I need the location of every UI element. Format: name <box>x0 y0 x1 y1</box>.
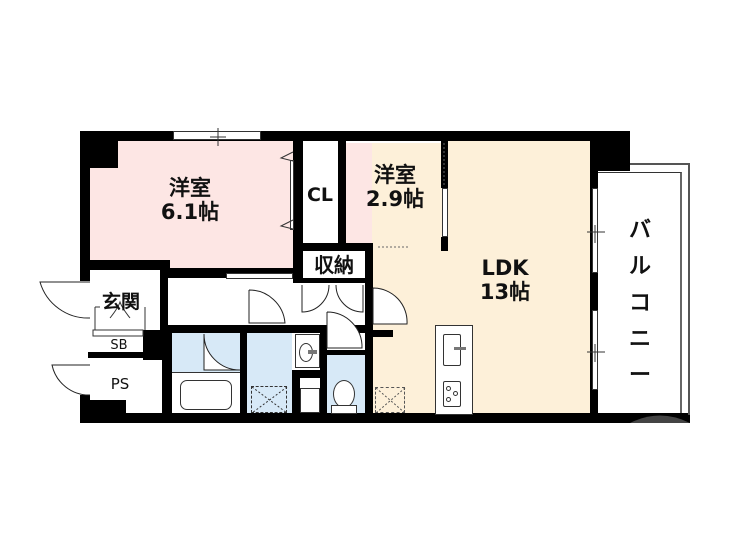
wall-wet-top <box>162 325 367 333</box>
wall-wash-stub <box>292 370 327 378</box>
wall-room1-bottom <box>80 260 170 270</box>
room-label-closet[interactable]: CL <box>301 184 339 207</box>
room-name: LDK <box>481 256 529 280</box>
room-label-storage[interactable]: 収納 <box>303 254 365 277</box>
room-label-western-1[interactable]: 洋室 6.1帖 <box>150 176 230 224</box>
wall-bottom <box>80 413 690 423</box>
ldk-floor-upper <box>448 140 590 260</box>
bathtub-basin <box>180 380 232 410</box>
wall-top <box>80 131 630 141</box>
wall-bath-right <box>240 333 247 415</box>
wall-toilet-top <box>320 350 367 355</box>
toilet-icon <box>333 380 355 408</box>
room-size: 13帖 <box>479 280 531 305</box>
wall-toilet-left <box>320 333 327 415</box>
western-room-1-floor-lower <box>88 168 128 268</box>
wall-ps-bottom-block <box>88 400 126 420</box>
wall-right-ldk <box>590 131 598 423</box>
room-label-western-2[interactable]: 洋室 2.9帖 <box>355 163 435 211</box>
room-name: PS <box>110 375 130 393</box>
room-name: CL <box>306 184 334 206</box>
balcony-char: バ <box>628 218 651 243</box>
room-name: 洋室 <box>169 176 211 200</box>
washing-machine-icon <box>251 386 288 414</box>
washbasin-icon <box>295 334 320 368</box>
balcony-outline-outer <box>630 163 690 415</box>
wall-room2-bottom <box>293 243 373 251</box>
balcony-char: ル <box>628 254 651 280</box>
wall-entrance-bottom <box>88 352 168 358</box>
wall-ps-right <box>162 327 172 423</box>
wall-entrance-right <box>160 270 168 330</box>
toilet-tank <box>331 405 357 414</box>
room-name: SB <box>110 338 128 353</box>
western-room-1-floor <box>118 140 293 268</box>
room-name: 玄関 <box>101 291 140 313</box>
balcony-char: ー <box>628 363 651 389</box>
washroom-floor <box>247 333 292 415</box>
faucet-icon <box>454 347 466 350</box>
room-label-pipe-space[interactable]: PS <box>95 375 145 393</box>
wall-storage-right <box>365 243 373 415</box>
closet-floor <box>303 143 338 243</box>
room-size: 2.9帖 <box>365 187 425 212</box>
window-room1-top <box>173 131 261 140</box>
room-label-balcony[interactable]: バ ル コ ニ ー <box>625 213 655 394</box>
room-name: 収納 <box>314 253 354 277</box>
kitchen-counter <box>435 325 473 415</box>
wall-room2-right-lower <box>441 237 448 251</box>
balcony-char: ニ <box>628 326 651 352</box>
wall-storage-bottom <box>293 278 373 283</box>
wall-cl-right <box>338 131 346 251</box>
balcony-char: コ <box>628 290 651 316</box>
door-room2-sliding <box>442 188 448 237</box>
fridge-space-icon <box>375 387 406 414</box>
wall-left-lower <box>80 395 90 423</box>
room-label-shoe-box[interactable]: SB <box>95 338 143 354</box>
room-size: 6.1帖 <box>160 200 220 225</box>
window-room1-bottom <box>226 273 293 279</box>
wall-cl-left <box>293 131 303 281</box>
kitchen-sink-icon <box>443 334 461 366</box>
balcony-floor[interactable] <box>598 172 682 413</box>
cabinet-icon <box>300 388 320 413</box>
room-label-entrance[interactable]: 玄関 <box>92 291 150 314</box>
wall-washroom-right <box>292 370 300 415</box>
wall-ldk-stub <box>365 330 393 337</box>
room-label-ldk[interactable]: LDK 13帖 <box>460 256 550 304</box>
wall-left-upper <box>80 131 90 281</box>
stove-icon <box>443 381 461 407</box>
room-name: 洋室 <box>374 163 416 187</box>
